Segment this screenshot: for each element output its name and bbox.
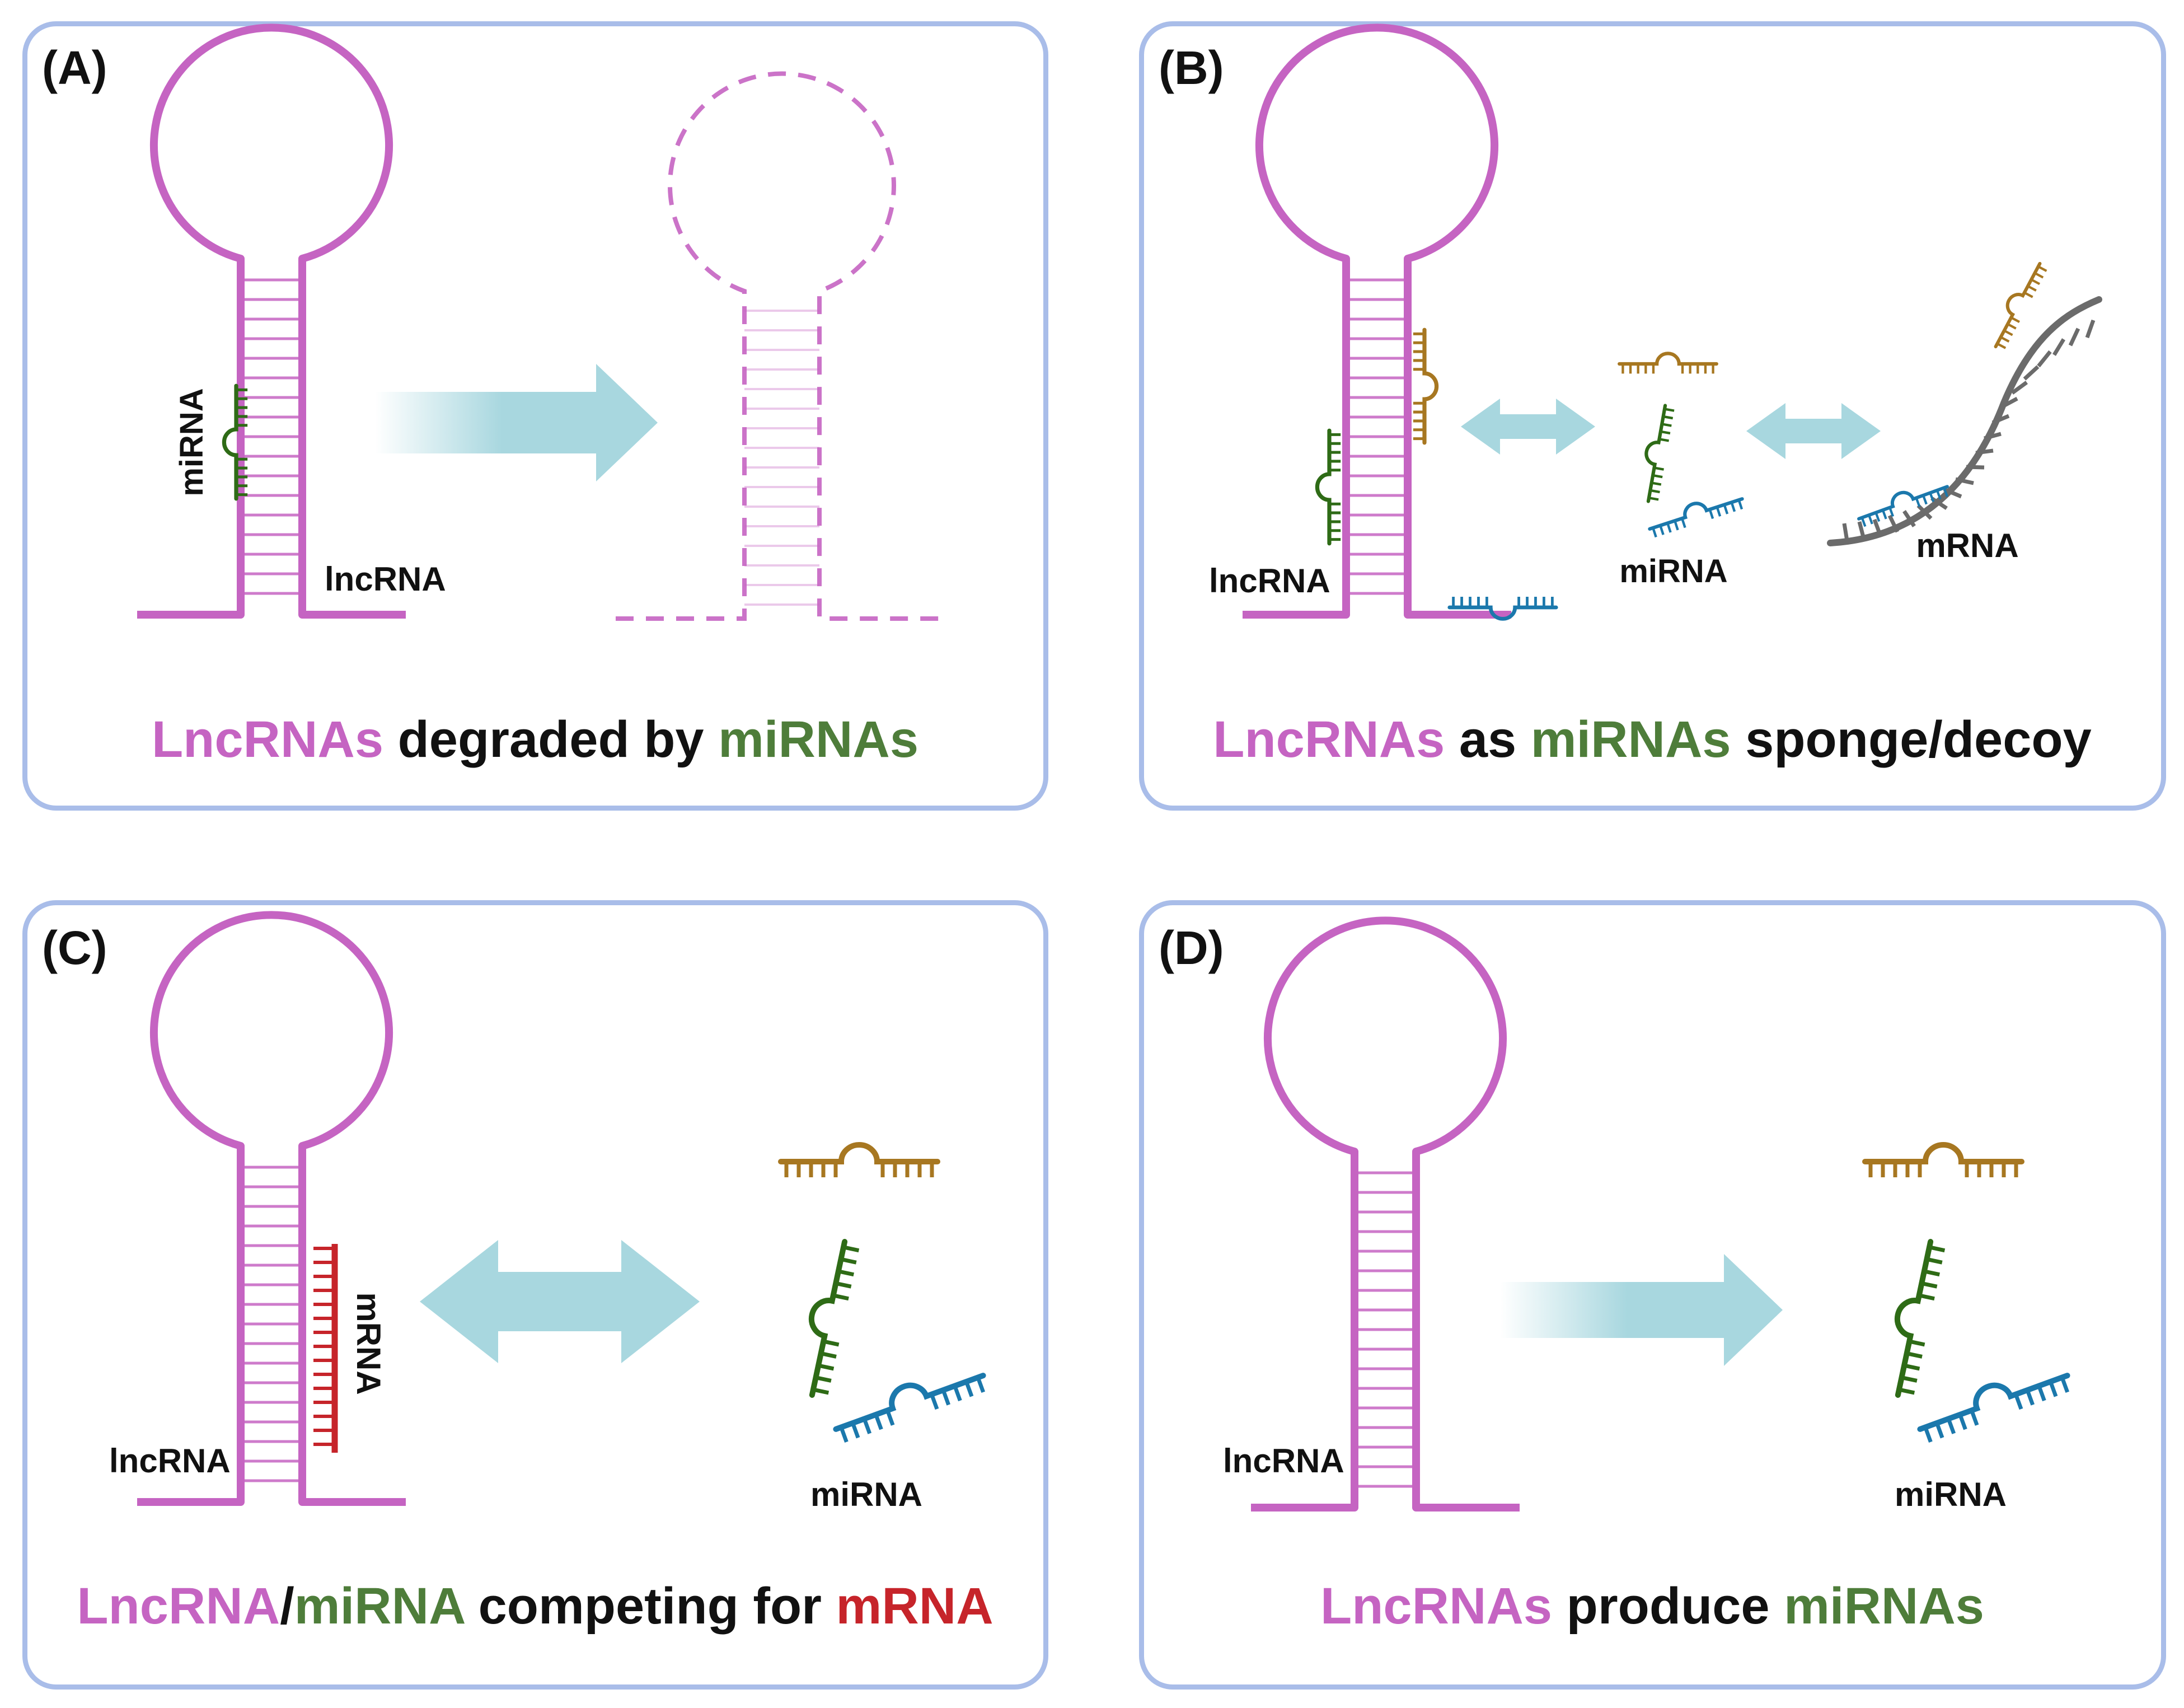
caption-d: LncRNAs produce miRNAs — [1320, 1578, 1984, 1635]
panel-d-content: (D) lncRNA miRNA LncRNAs produce miRNAs — [1159, 920, 2073, 1635]
lncrna-hairpin — [137, 915, 406, 1502]
panel-a-content: (A) miRNA lncRNA LncRNAs degraded by miR… — [42, 27, 946, 768]
label-mrna: mRNA — [1916, 527, 2018, 564]
lncrna-hairpin — [1251, 920, 1520, 1508]
panel-c-letter: (C) — [42, 921, 107, 974]
panel-a-letter: (A) — [42, 41, 107, 94]
label-mirna: miRNA — [1619, 553, 1727, 589]
mrna-strand — [1827, 296, 2102, 546]
mirna-free-blue — [830, 1360, 988, 1444]
competition-arrow — [420, 1240, 700, 1363]
caption-b: LncRNAs as miRNAs sponge/decoy — [1213, 711, 2092, 768]
caption-a: LncRNAs degraded by miRNAs — [152, 711, 918, 768]
lncrna-hairpin — [1243, 27, 1511, 615]
label-lncrna: lncRNA — [1209, 562, 1330, 600]
caption-c: LncRNA/miRNA competing for mRNA — [77, 1578, 993, 1635]
mirna-free-blue — [1647, 489, 1745, 538]
label-lncrna: lncRNA — [109, 1442, 231, 1480]
mirna-bound-green — [1317, 430, 1341, 544]
label-lncrna: lncRNA — [1223, 1442, 1344, 1480]
panel-c-content: (C) mRNA lncRNA miRNA LncRNA/miRNA compe… — [42, 915, 993, 1635]
mirna-free-green — [1882, 1238, 1946, 1398]
label-mirna: miRNA — [810, 1476, 922, 1513]
label-mirna: miRNA — [174, 388, 210, 496]
mrna-red — [313, 1244, 338, 1453]
degradation-arrow — [375, 364, 658, 481]
degraded-hairpin — [616, 71, 946, 621]
label-lncrna: lncRNA — [325, 560, 446, 598]
mirna-free-gold — [1865, 1145, 2022, 1177]
mirna-free-gold — [781, 1145, 938, 1177]
label-mrna: mRNA — [350, 1292, 387, 1395]
exchange-arrow-right — [1746, 403, 1881, 459]
panel-b-content: (B) lncRNA miRNA mRNA L — [1159, 27, 2102, 768]
panel-d-letter: (D) — [1159, 921, 1224, 974]
mirna-on-mrna-gold — [1987, 259, 2049, 351]
mirna-free-gold — [1619, 353, 1717, 373]
label-mirna: miRNA — [1895, 1476, 2007, 1513]
production-arrow — [1500, 1254, 1783, 1366]
mirna-bound-gold — [1413, 330, 1437, 443]
panel-b-letter: (B) — [1159, 41, 1224, 94]
lncrna-hairpin — [137, 27, 406, 615]
exchange-arrow-left — [1461, 399, 1595, 455]
mirna-free-green — [796, 1238, 860, 1398]
mirna-free-green — [1638, 404, 1675, 503]
mirna-free-blue — [1914, 1360, 2073, 1444]
